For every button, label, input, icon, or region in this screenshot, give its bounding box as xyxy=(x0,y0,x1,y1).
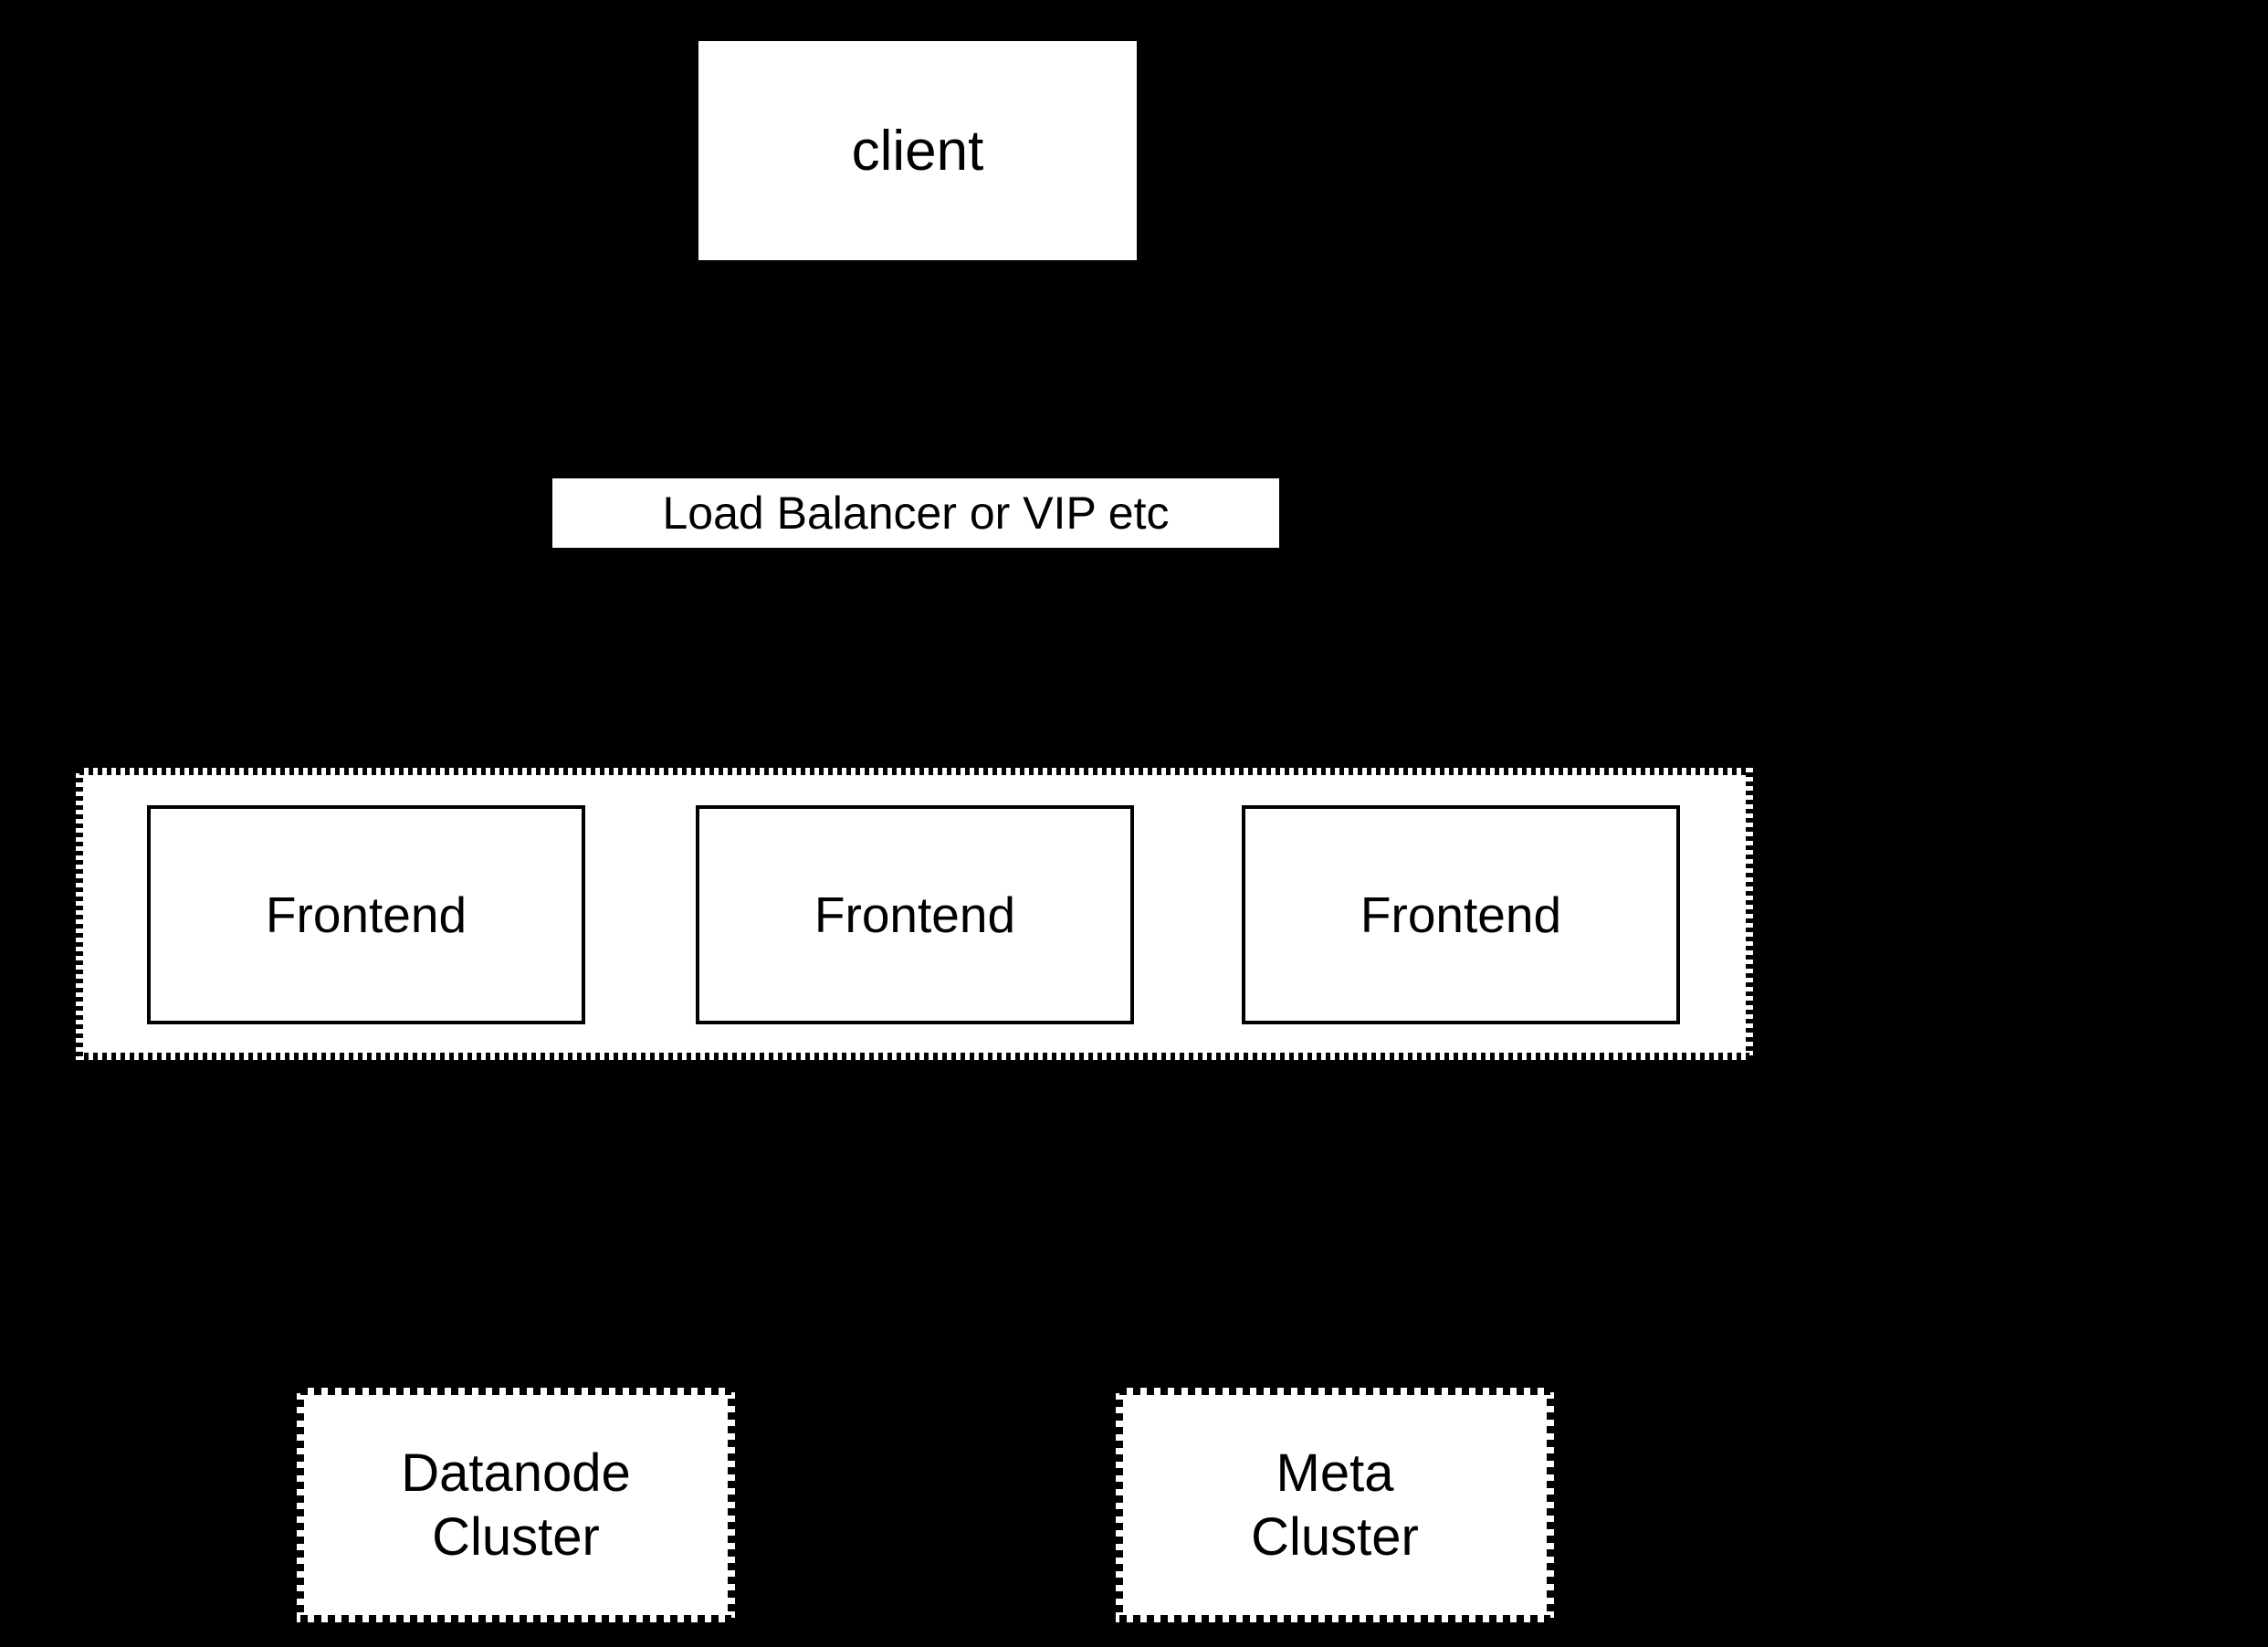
meta-cluster-label: Meta Cluster xyxy=(1116,1388,1554,1622)
frontend-node-3: Frontend xyxy=(1242,805,1680,1024)
frontend-node-1: Frontend xyxy=(147,805,585,1024)
client-node: client xyxy=(698,41,1137,260)
datanode-cluster-label: Datanode Cluster xyxy=(297,1388,735,1622)
load-balancer-node: Load Balancer or VIP etc xyxy=(552,478,1279,548)
client-label: client xyxy=(851,119,984,183)
datanode-cluster-node: Datanode Cluster xyxy=(297,1388,735,1622)
frontend-2-label: Frontend xyxy=(814,886,1016,943)
datanode-cluster-label-line1: Datanode xyxy=(401,1442,631,1503)
meta-cluster-node: Meta Cluster xyxy=(1116,1388,1554,1622)
frontend-group-dashed-border xyxy=(76,768,1753,1060)
frontend-group-container: Frontend Frontend Frontend xyxy=(76,768,1753,1060)
meta-cluster-label-line2: Cluster xyxy=(1251,1506,1419,1567)
meta-cluster-label-line1: Meta xyxy=(1276,1442,1394,1503)
load-balancer-label: Load Balancer or VIP etc xyxy=(662,488,1170,539)
frontend-node-2: Frontend xyxy=(696,805,1134,1024)
datanode-cluster-label-line2: Cluster xyxy=(432,1506,600,1567)
frontend-1-label: Frontend xyxy=(265,886,467,943)
frontend-3-label: Frontend xyxy=(1360,886,1562,943)
